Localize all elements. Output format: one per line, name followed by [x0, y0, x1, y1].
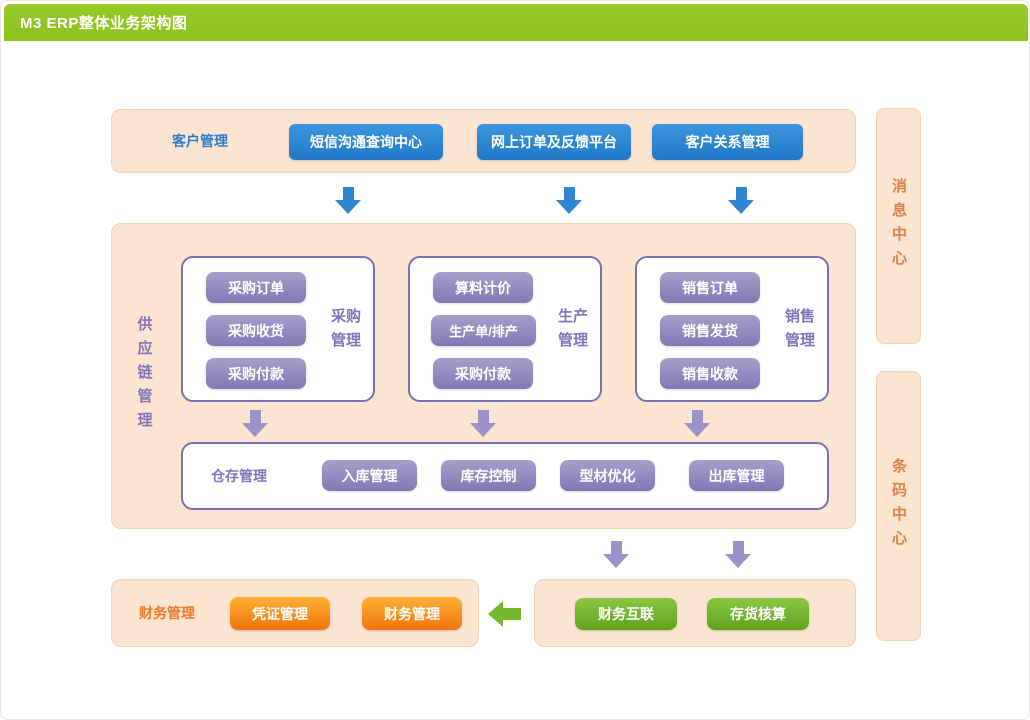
material-pricing-button[interactable]: 算料计价	[433, 272, 533, 303]
arrow-left-icon	[488, 601, 521, 627]
arrow-down-icon	[725, 541, 751, 568]
sales-collection-button[interactable]: 销售收款	[660, 358, 760, 389]
finance-link-section: 财务互联 存货核算	[534, 579, 856, 647]
purchase-payment-button[interactable]: 采购付款	[206, 358, 306, 389]
finance-interconnect-button[interactable]: 财务互联	[575, 598, 677, 630]
arrow-down-icon	[556, 187, 582, 214]
barcode-center-box: 条码中心	[876, 371, 921, 641]
warehouse-management-box: 仓存管理 入库管理 库存控制 型材优化 出库管理	[181, 442, 829, 510]
supply-chain-section: 供应链管理 采购订单 采购收货 采购付款 采购管理 算料计价 生产单/排产 采购…	[111, 223, 856, 529]
outbound-management-button[interactable]: 出库管理	[689, 460, 784, 491]
online-order-feedback-button[interactable]: 网上订单及反馈平台	[477, 124, 631, 160]
purchase-management-box: 采购订单 采购收货 采购付款 采购管理	[181, 256, 375, 402]
inventory-control-button[interactable]: 库存控制	[441, 460, 536, 491]
sms-query-center-button[interactable]: 短信沟通查询中心	[289, 124, 443, 160]
arrow-down-icon	[470, 410, 496, 437]
arrow-down-icon	[603, 541, 629, 568]
arrow-down-icon	[242, 410, 268, 437]
finance-section: 财务管理 凭证管理 财务管理	[111, 579, 479, 647]
page-title: M3 ERP整体业务架构图	[20, 15, 188, 32]
purchase-receipt-button[interactable]: 采购收货	[206, 315, 306, 346]
sales-order-button[interactable]: 销售订单	[660, 272, 760, 303]
sales-delivery-button[interactable]: 销售发货	[660, 315, 760, 346]
finance-section-label: 财务管理	[139, 605, 195, 621]
message-center-box: 消息中心	[876, 108, 921, 344]
message-center-label: 消息中心	[890, 178, 907, 274]
sales-management-label: 销售管理	[785, 308, 816, 349]
warehouse-management-label: 仓存管理	[211, 468, 267, 484]
title-bar: M3 ERP整体业务架构图	[4, 4, 1028, 41]
production-management-box: 算料计价 生产单/排产 采购付款 生产管理	[408, 256, 602, 402]
purchase-order-button[interactable]: 采购订单	[206, 272, 306, 303]
arrow-down-icon	[728, 187, 754, 214]
profile-optimization-button[interactable]: 型材优化	[560, 460, 655, 491]
arrow-down-icon	[684, 410, 710, 437]
purchase-management-label: 采购管理	[331, 308, 362, 349]
arrow-down-icon	[335, 187, 361, 214]
inbound-management-button[interactable]: 入库管理	[322, 460, 417, 491]
production-management-label: 生产管理	[558, 308, 589, 349]
sales-management-box: 销售订单 销售发货 销售收款 销售管理	[635, 256, 829, 402]
inventory-accounting-button[interactable]: 存货核算	[707, 598, 809, 630]
supply-chain-label: 供应链管理	[135, 316, 153, 436]
barcode-center-label: 条码中心	[890, 458, 907, 554]
voucher-management-button[interactable]: 凭证管理	[230, 597, 330, 630]
purchase-payment-button[interactable]: 采购付款	[433, 358, 533, 389]
customer-section: 客户管理 短信沟通查询中心 网上订单及反馈平台 客户关系管理	[111, 109, 856, 173]
production-order-scheduling-button[interactable]: 生产单/排产	[431, 315, 536, 346]
customer-section-label: 客户管理	[172, 133, 228, 149]
finance-management-button[interactable]: 财务管理	[362, 597, 462, 630]
crm-button[interactable]: 客户关系管理	[652, 124, 803, 160]
